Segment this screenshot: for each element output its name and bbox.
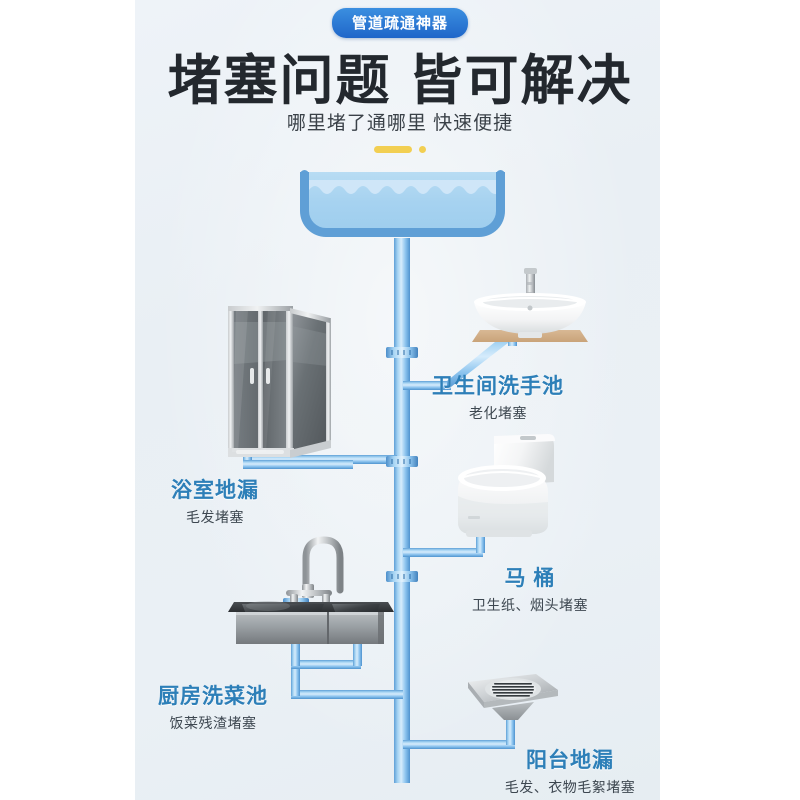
label-toilet-title: 马 桶 xyxy=(504,567,556,590)
tank-water-surface xyxy=(309,180,496,194)
label-balcony-drain-title: 阳台地漏 xyxy=(526,749,614,772)
label-bathroom-basin: 卫生间洗手池 老化堵塞 xyxy=(432,370,564,423)
label-shower-drain-cause: 毛发堵塞 xyxy=(186,509,244,525)
label-bathroom-basin-cause: 老化堵塞 xyxy=(469,405,527,421)
divider-bar xyxy=(374,146,412,153)
label-shower-drain-title: 浴室地漏 xyxy=(171,479,259,502)
header-badge: 管道疏通神器 xyxy=(331,8,469,38)
kitchen-sink-icon xyxy=(228,536,394,644)
page-subtitle: 哪里堵了通哪里 快速便捷 xyxy=(286,113,514,134)
tank-lip-right xyxy=(496,170,505,186)
label-balcony-drain: 阳台地漏 毛发、衣物毛絮堵塞 xyxy=(505,744,636,797)
divider-dot xyxy=(419,146,426,153)
tank-lip-left xyxy=(300,170,309,186)
floor-drain-icon xyxy=(468,674,558,720)
label-kitchen-sink: 厨房洗菜池 饭菜残渣堵塞 xyxy=(158,680,268,733)
label-shower-drain: 浴室地漏 毛发堵塞 xyxy=(171,474,259,527)
page-title: 堵塞问题 皆可解决 xyxy=(167,51,633,111)
label-kitchen-sink-cause: 饭菜残渣堵塞 xyxy=(169,715,257,731)
label-bathroom-basin-title: 卫生间洗手池 xyxy=(432,375,564,398)
shower-enclosure-icon xyxy=(228,306,331,458)
label-balcony-drain-cause: 毛发、衣物毛絮堵塞 xyxy=(504,779,636,795)
divider xyxy=(374,146,426,153)
label-kitchen-sink-title: 厨房洗菜池 xyxy=(158,685,268,708)
toilet-icon xyxy=(458,434,555,537)
label-toilet: 马 桶 卫生纸、烟头堵塞 xyxy=(472,562,588,615)
label-toilet-cause: 卫生纸、烟头堵塞 xyxy=(472,597,588,613)
water-tank-icon xyxy=(300,170,505,247)
sink-basin-icon xyxy=(472,268,588,342)
